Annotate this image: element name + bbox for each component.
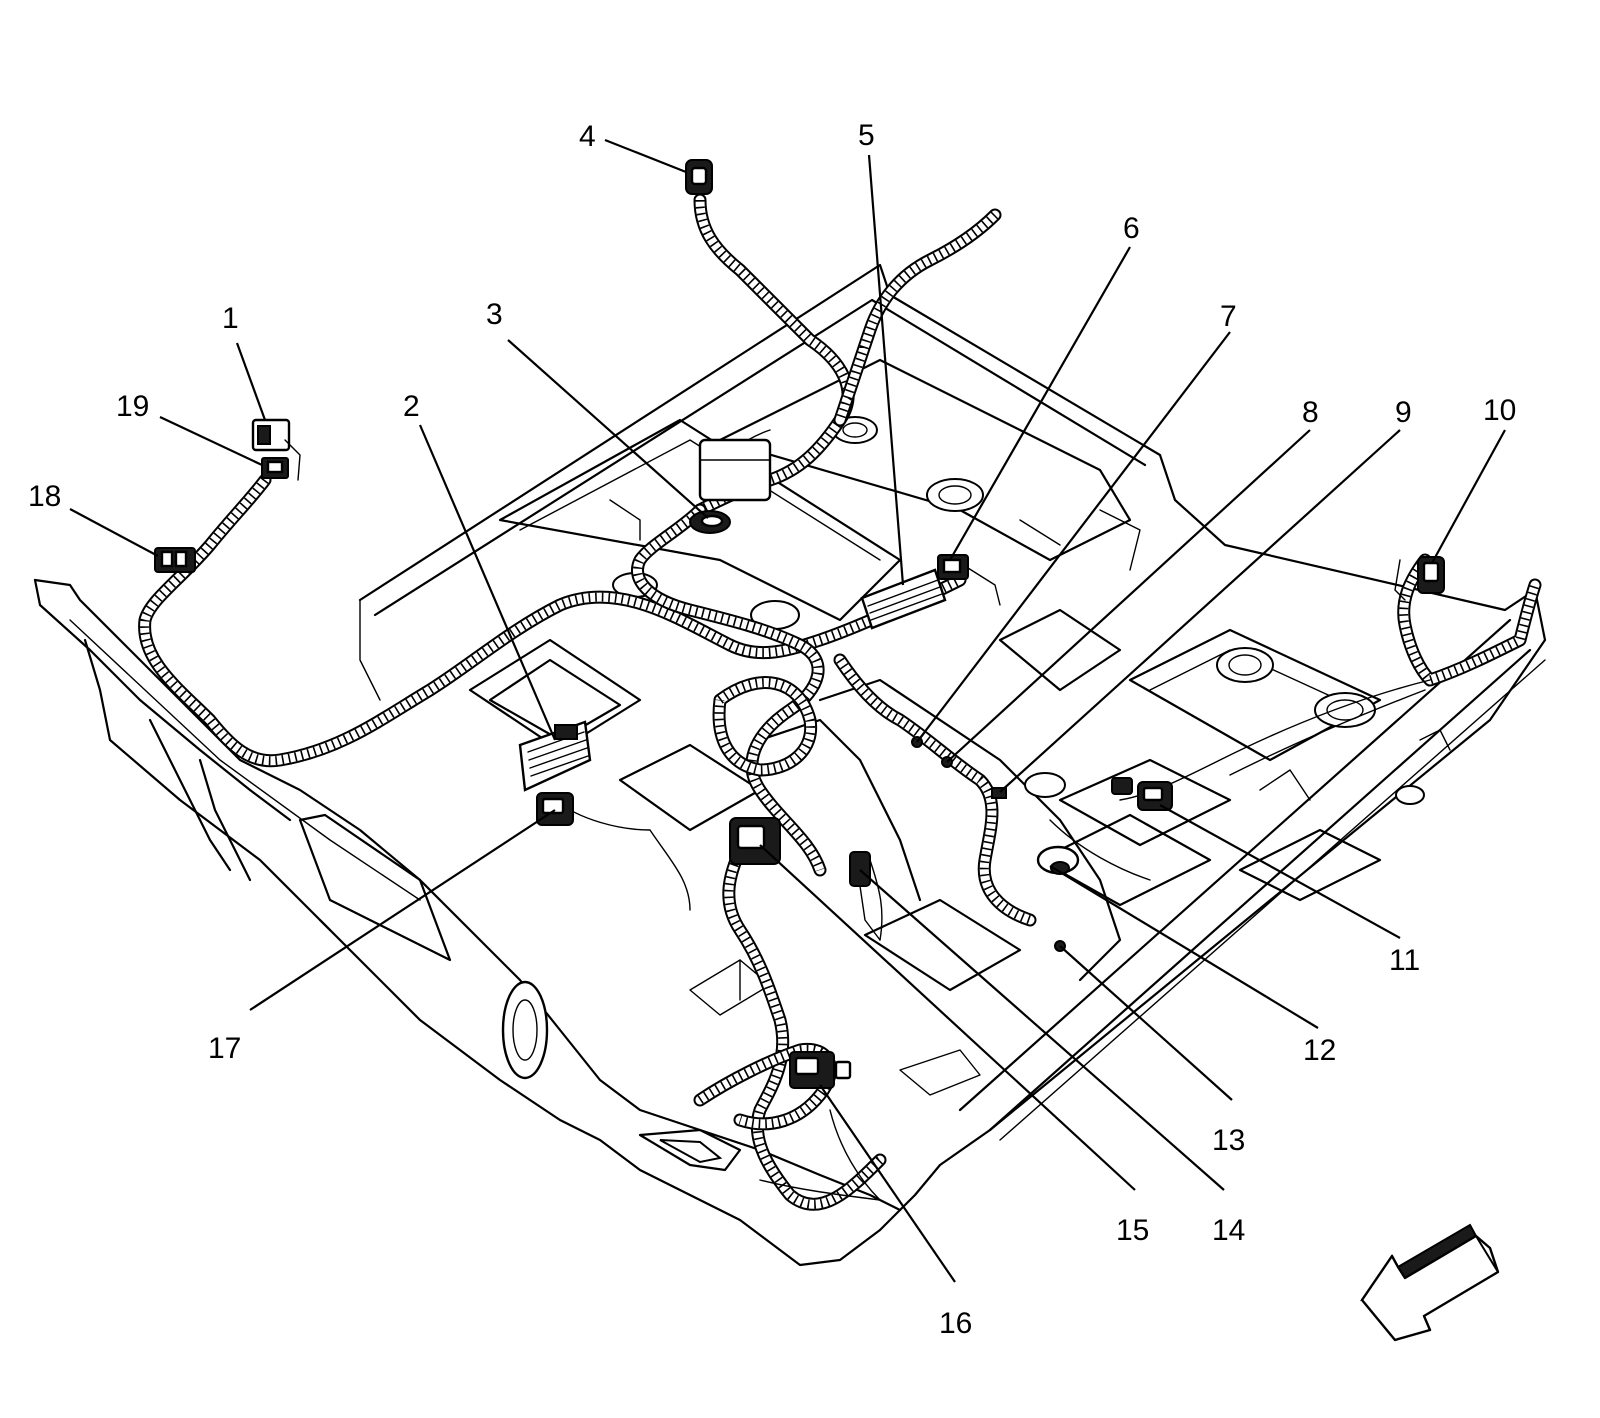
connector-19 bbox=[261, 457, 289, 479]
connector-18 bbox=[154, 547, 196, 573]
callout-10: 10 bbox=[1483, 394, 1516, 427]
connector-16 bbox=[789, 1051, 852, 1089]
module-2 bbox=[518, 720, 592, 792]
leader-10 bbox=[1431, 429, 1506, 564]
clip-9 bbox=[991, 787, 1007, 799]
connector-4 bbox=[685, 159, 713, 195]
floor-pan bbox=[33, 263, 1547, 1267]
connector-17 bbox=[536, 792, 574, 826]
connector-1 bbox=[251, 418, 301, 481]
leader-17 bbox=[249, 809, 556, 1011]
callout-16: 16 bbox=[939, 1307, 972, 1340]
leader-lines bbox=[69, 138, 1506, 1283]
callout-13: 13 bbox=[1212, 1124, 1245, 1157]
connectors bbox=[154, 159, 1445, 1089]
leader-11 bbox=[1159, 804, 1401, 939]
connector-15 bbox=[729, 817, 781, 865]
leader-4 bbox=[604, 138, 687, 174]
connector-6 bbox=[937, 554, 1001, 606]
leader-13 bbox=[1059, 945, 1233, 1101]
leader-3 bbox=[507, 339, 709, 519]
callout-12: 12 bbox=[1303, 1034, 1336, 1067]
callout-5: 5 bbox=[858, 119, 875, 152]
leader-1 bbox=[235, 342, 267, 421]
leader-12 bbox=[1049, 865, 1319, 1029]
leader-16 bbox=[819, 1084, 956, 1283]
callout-3: 3 bbox=[486, 298, 503, 331]
connector-11 bbox=[1111, 777, 1173, 811]
callout-18: 18 bbox=[28, 480, 61, 513]
leader-6 bbox=[949, 246, 1131, 561]
leader-8 bbox=[946, 429, 1311, 763]
leader-15 bbox=[759, 844, 1136, 1191]
callout-4: 4 bbox=[579, 120, 596, 153]
callout-9: 9 bbox=[1395, 396, 1412, 429]
callout-17: 17 bbox=[208, 1032, 241, 1065]
callout-8: 8 bbox=[1302, 396, 1319, 429]
module-5 bbox=[860, 568, 947, 630]
leader-9 bbox=[999, 429, 1401, 793]
leader-14 bbox=[859, 869, 1225, 1191]
leader-7 bbox=[916, 331, 1231, 743]
connector-10 bbox=[1394, 556, 1445, 601]
callout-7: 7 bbox=[1220, 300, 1237, 333]
callout-2: 2 bbox=[403, 390, 420, 423]
callout-15: 15 bbox=[1116, 1214, 1149, 1247]
connector-3 bbox=[689, 438, 772, 534]
leader-5 bbox=[867, 154, 905, 586]
callout-11: 11 bbox=[1389, 944, 1420, 977]
connector-14 bbox=[849, 851, 881, 941]
leader-18 bbox=[69, 508, 159, 557]
callout-14: 14 bbox=[1212, 1214, 1245, 1247]
callout-6: 6 bbox=[1123, 212, 1140, 245]
grommet-12 bbox=[1036, 845, 1080, 875]
leader-19 bbox=[159, 416, 263, 466]
leader-2 bbox=[418, 424, 557, 741]
callout-1: 1 bbox=[222, 302, 239, 335]
forward-direction-arrow bbox=[1360, 1223, 1500, 1342]
callout-labels: 1 2 3 4 5 6 7 8 9 10 11 12 13 14 15 16 1… bbox=[28, 119, 1516, 1340]
callout-19: 19 bbox=[116, 390, 149, 423]
